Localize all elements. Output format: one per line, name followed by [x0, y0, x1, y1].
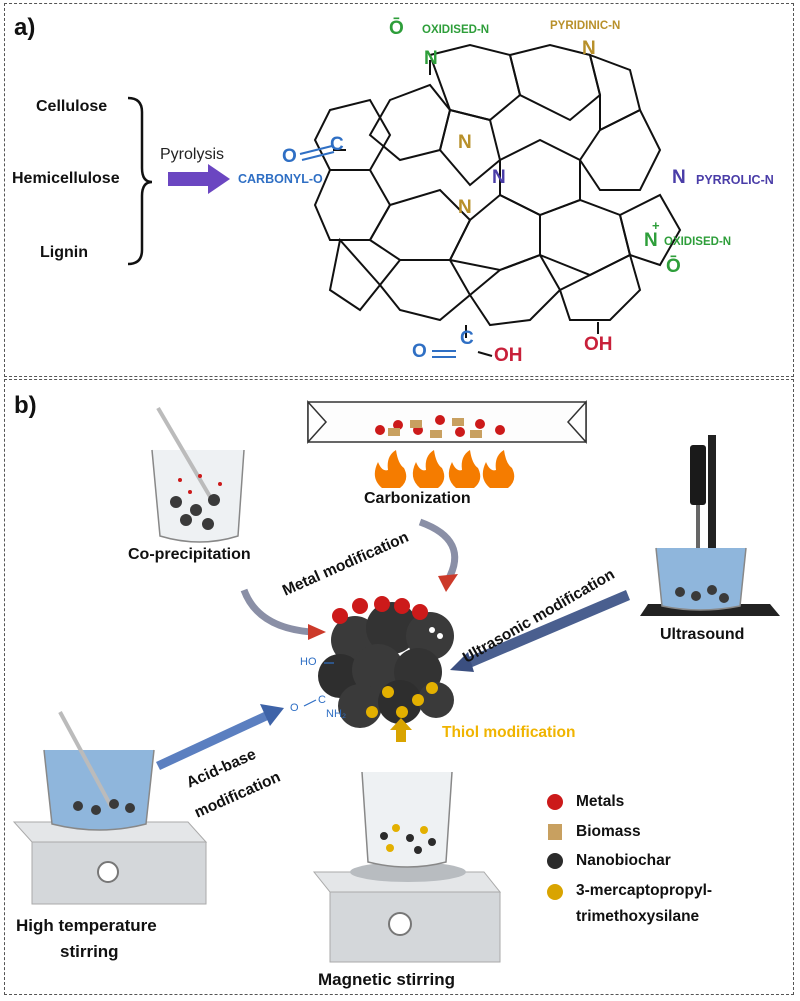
label-carbonyl-o: CARBONYL-O [238, 172, 323, 186]
atom-plus: + [652, 218, 660, 233]
ultrasound-device [640, 435, 780, 616]
group-ho: HO [300, 656, 317, 668]
source-cellulose: Cellulose [36, 98, 108, 115]
atom-n-oxidised-right: N [644, 230, 658, 251]
label-carbonization: Carbonization [364, 490, 471, 507]
carbonization-arrow [418, 518, 459, 582]
atom-o-acid: O [412, 341, 427, 362]
acid-base-arrow [156, 704, 284, 770]
legend-biomass: Biomass [576, 823, 641, 840]
atom-n-pyridinic-mid: N [458, 132, 472, 153]
hot-plate-stirrer [12, 711, 208, 905]
atom-n-pyrrolic-left: N [492, 167, 506, 188]
panel-b-label: b) [14, 392, 37, 419]
atom-n-oxidised-top: N [424, 48, 438, 69]
atom-oh-acid: OH [494, 345, 523, 366]
ring-network [313, 43, 682, 338]
magnetic-stirrer [312, 771, 502, 963]
pyrolysis-arrow [168, 164, 230, 194]
furnace-tube [307, 400, 587, 444]
label-oxidised-n-right: OXIDISED-N [664, 236, 732, 248]
atom-c-acid: C [460, 328, 474, 349]
panel-b [4, 379, 794, 995]
atom-n-pyridinic-top: N [582, 38, 596, 59]
flame-icons [374, 450, 515, 488]
label-coprecipitation: Co-precipitation [128, 546, 251, 563]
label-pyridinic-n: PYRIDINIC-N [550, 20, 621, 32]
atom-o-minus-top: Ō [389, 18, 404, 39]
label-pyrrolic-n: PYRROLIC-N [696, 173, 774, 187]
label-high-temp-stirring-2: stirring [60, 942, 119, 961]
group-amide-c: C [318, 694, 326, 706]
label-thiol-modification: Thiol modification [442, 724, 576, 741]
label-high-temp-stirring-1: High temperature [16, 916, 157, 935]
panel-a [4, 3, 794, 377]
pyrolysis-label: Pyrolysis [160, 146, 225, 163]
thiol-arrow [390, 718, 412, 742]
legend-nanobiochar: Nanobiochar [576, 852, 671, 869]
legend-metals: Metals [576, 793, 625, 810]
ultrasonic-arrow [450, 590, 630, 672]
legend-markers [547, 794, 563, 900]
atom-n-pyridinic-low: N [458, 197, 472, 218]
group-amide-nh2: NH₂ [326, 708, 347, 720]
label-oxidised-n-top: OXIDISED-N [422, 24, 490, 36]
atom-n-pyrrolic-right: N [672, 167, 686, 188]
atom-o-carbonyl: O [282, 146, 297, 167]
source-hemicellulose: Hemicellulose [12, 170, 120, 187]
coprecipitation-beaker [151, 406, 245, 543]
atom-c-carbonyl: C [330, 134, 344, 155]
atom-oh-phenol: OH [584, 334, 613, 355]
nanobiochar-cluster [303, 596, 454, 728]
source-lignin: Lignin [40, 244, 88, 261]
group-amide-o: O [290, 702, 299, 714]
legend-mercaptopropyl: 3-mercaptopropyl- [576, 882, 713, 899]
graphene-structure [127, 43, 682, 358]
panel-a-label: a) [14, 14, 36, 41]
label-magnetic-stirring: Magnetic stirring [318, 970, 455, 989]
label-ultrasound: Ultrasound [660, 626, 745, 643]
coprecipitation-arrow [240, 588, 313, 636]
legend-trimethoxysilane: trimethoxysilane [576, 908, 700, 925]
atom-o-minus-right: Ō [666, 256, 681, 277]
bracket [127, 96, 153, 266]
